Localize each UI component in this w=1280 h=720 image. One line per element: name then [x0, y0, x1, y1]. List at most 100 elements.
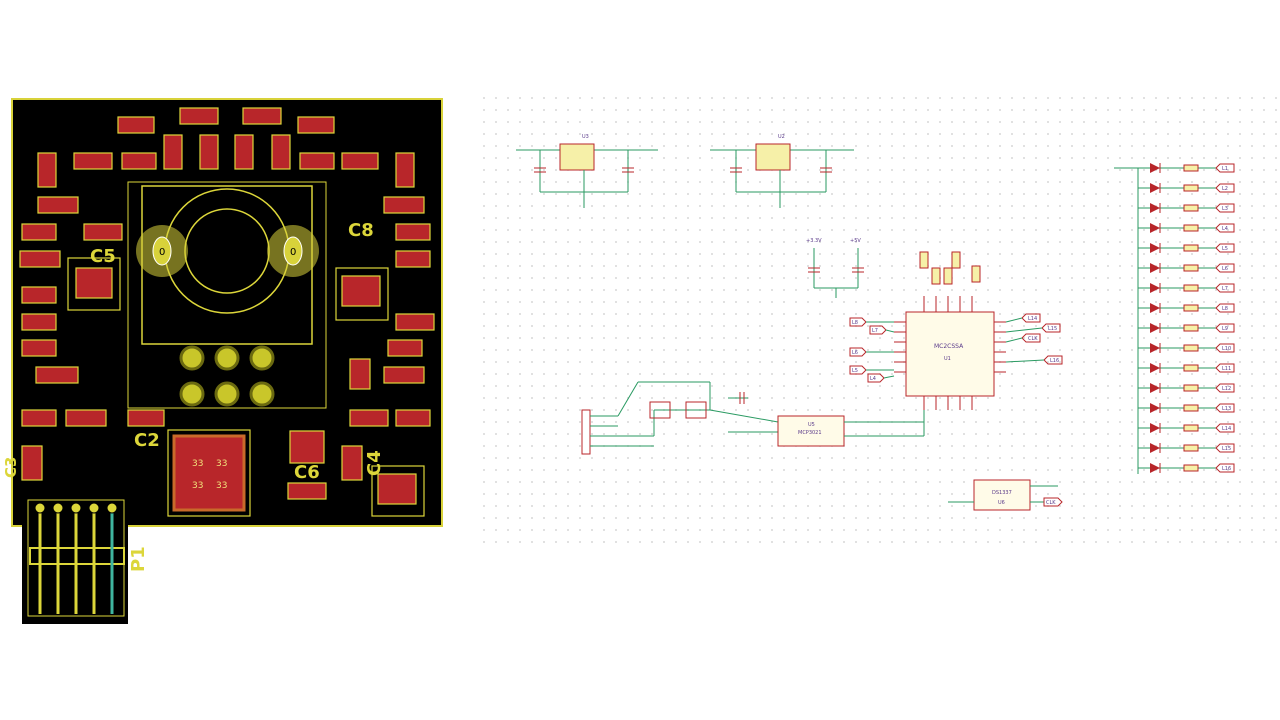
led-net-label: L5	[1222, 246, 1228, 252]
small-ics	[67, 257, 425, 517]
rtc-clk-label: CLK	[1046, 500, 1056, 506]
led-diode-icon	[1150, 303, 1160, 313]
led-row: L13	[1138, 403, 1235, 413]
led-net-flag	[1215, 303, 1235, 313]
led-row: L14	[1138, 423, 1235, 433]
label-c5: C5	[90, 246, 116, 267]
led-net-label: L10	[1222, 346, 1231, 352]
led-resistor	[1183, 324, 1199, 332]
led-resistor	[1183, 444, 1199, 452]
led-diode-icon	[1150, 423, 1160, 433]
led-row: L8	[1138, 303, 1235, 313]
led-net-label: L13	[1222, 406, 1231, 412]
main-ic-ref: MC2CSSA	[934, 343, 964, 350]
led-row: L2	[1138, 183, 1235, 193]
led-net-label: L16	[1222, 466, 1231, 472]
io-expander-ic: MCP3021 U5	[777, 410, 925, 447]
schematic-canvas[interactable]: U3 U2 +3.3V +5V	[478, 92, 1280, 552]
label-c2: C2	[134, 430, 160, 451]
regulator-2: U2	[710, 134, 854, 208]
net-label-left-4: L5	[852, 368, 858, 374]
io-expander-ref: MCP3021	[798, 430, 822, 436]
led-diode-icon	[1150, 263, 1160, 273]
qfn-pad-label-2: 33	[216, 459, 227, 469]
led-net-flag	[1215, 203, 1235, 213]
rtc-ref: DS1337	[992, 490, 1012, 496]
led-row: L1	[1138, 163, 1235, 173]
led-resistor	[1183, 284, 1199, 292]
net-label-left-1: L8	[852, 320, 858, 326]
net-label-right-1: L14	[1028, 316, 1037, 322]
led-net-flag	[1215, 323, 1235, 333]
led-diode-icon	[1150, 243, 1160, 253]
led-net-label: L7	[1222, 286, 1228, 292]
io-expander-sub: U5	[808, 422, 815, 428]
led-net-label: L14	[1222, 426, 1231, 432]
main-ic: MC2CSSA U1	[894, 251, 1006, 410]
net-label-right-4: L16	[1050, 358, 1059, 364]
led-diode-icon	[1150, 203, 1160, 213]
schematic-view[interactable]: U3 U2 +3.3V +5V	[478, 92, 1280, 552]
led-net-label: L9	[1222, 326, 1228, 332]
led-net-flag	[1215, 423, 1235, 433]
led-net-flag	[1215, 343, 1235, 353]
led-resistor	[1183, 464, 1199, 472]
left-net-labels: L8 L7 L6 L5 L4	[849, 317, 895, 383]
net-label-left-3: L6	[852, 350, 858, 356]
cap-power-label-1: +3.3V	[806, 238, 822, 244]
net-label-left-5: L4	[870, 376, 876, 382]
led-resistor	[1183, 364, 1199, 372]
led-net-label: L6	[1222, 266, 1228, 272]
led-diode-icon	[1150, 323, 1160, 333]
label-c6: C6	[294, 462, 320, 483]
led-row: L15	[1138, 443, 1235, 453]
led-net-flag	[1215, 403, 1235, 413]
led-row: L12	[1138, 383, 1235, 393]
led-row: L5	[1138, 243, 1235, 253]
encoder-footprint: 0 0	[127, 181, 327, 409]
led-diode-icon	[1150, 383, 1160, 393]
led-diode-icon	[1150, 363, 1160, 373]
led-net-flag	[1215, 243, 1235, 253]
qfn-pad-label-4: 33	[216, 481, 227, 491]
led-row: L11	[1138, 363, 1235, 373]
main-ic-sub: U1	[944, 356, 951, 362]
led-net-label: L8	[1222, 306, 1228, 312]
led-row: L4	[1138, 223, 1235, 233]
led-resistor	[1183, 344, 1199, 352]
led-net-flag	[1215, 183, 1235, 193]
led-net-label: L2	[1222, 186, 1228, 192]
regulator-1: U3	[516, 134, 658, 208]
led-diode-icon	[1150, 463, 1160, 473]
led-row: L6	[1138, 263, 1235, 273]
led-diode-icon	[1150, 163, 1160, 173]
led-row: L3	[1138, 203, 1235, 213]
rtc-sub: U6	[998, 500, 1005, 506]
led-net-label: L1	[1222, 166, 1228, 172]
decoupling-caps: +3.3V +5V	[806, 238, 864, 298]
led-resistor	[1183, 204, 1199, 212]
led-net-flag	[1215, 263, 1235, 273]
led-resistor	[1183, 244, 1199, 252]
led-resistor	[1183, 264, 1199, 272]
label-c8: C8	[348, 220, 374, 241]
led-net-flag	[1215, 363, 1235, 373]
qfn-pad-label-1: 33	[192, 459, 203, 469]
led-net-flag	[1215, 463, 1235, 473]
pcb-layout-view[interactable]: 33 33 33 33 0 0	[0, 0, 460, 720]
led-diode-icon	[1150, 443, 1160, 453]
pcb-canvas[interactable]: 33 33 33 33 0 0	[0, 0, 460, 720]
reg1-ref: U3	[582, 134, 589, 140]
net-label-left-2: L7	[872, 328, 878, 334]
led-resistor	[1183, 224, 1199, 232]
led-diode-icon	[1150, 223, 1160, 233]
led-row: L9	[1138, 323, 1235, 333]
led-row: L7	[1138, 283, 1235, 293]
led-diode-icon	[1150, 343, 1160, 353]
qfn-chip: 33 33 33 33	[167, 429, 251, 517]
reg2-ref: U2	[778, 134, 785, 140]
led-resistor	[1183, 164, 1199, 172]
qfn-pad-label-3: 33	[192, 481, 203, 491]
led-diode-icon	[1150, 183, 1160, 193]
